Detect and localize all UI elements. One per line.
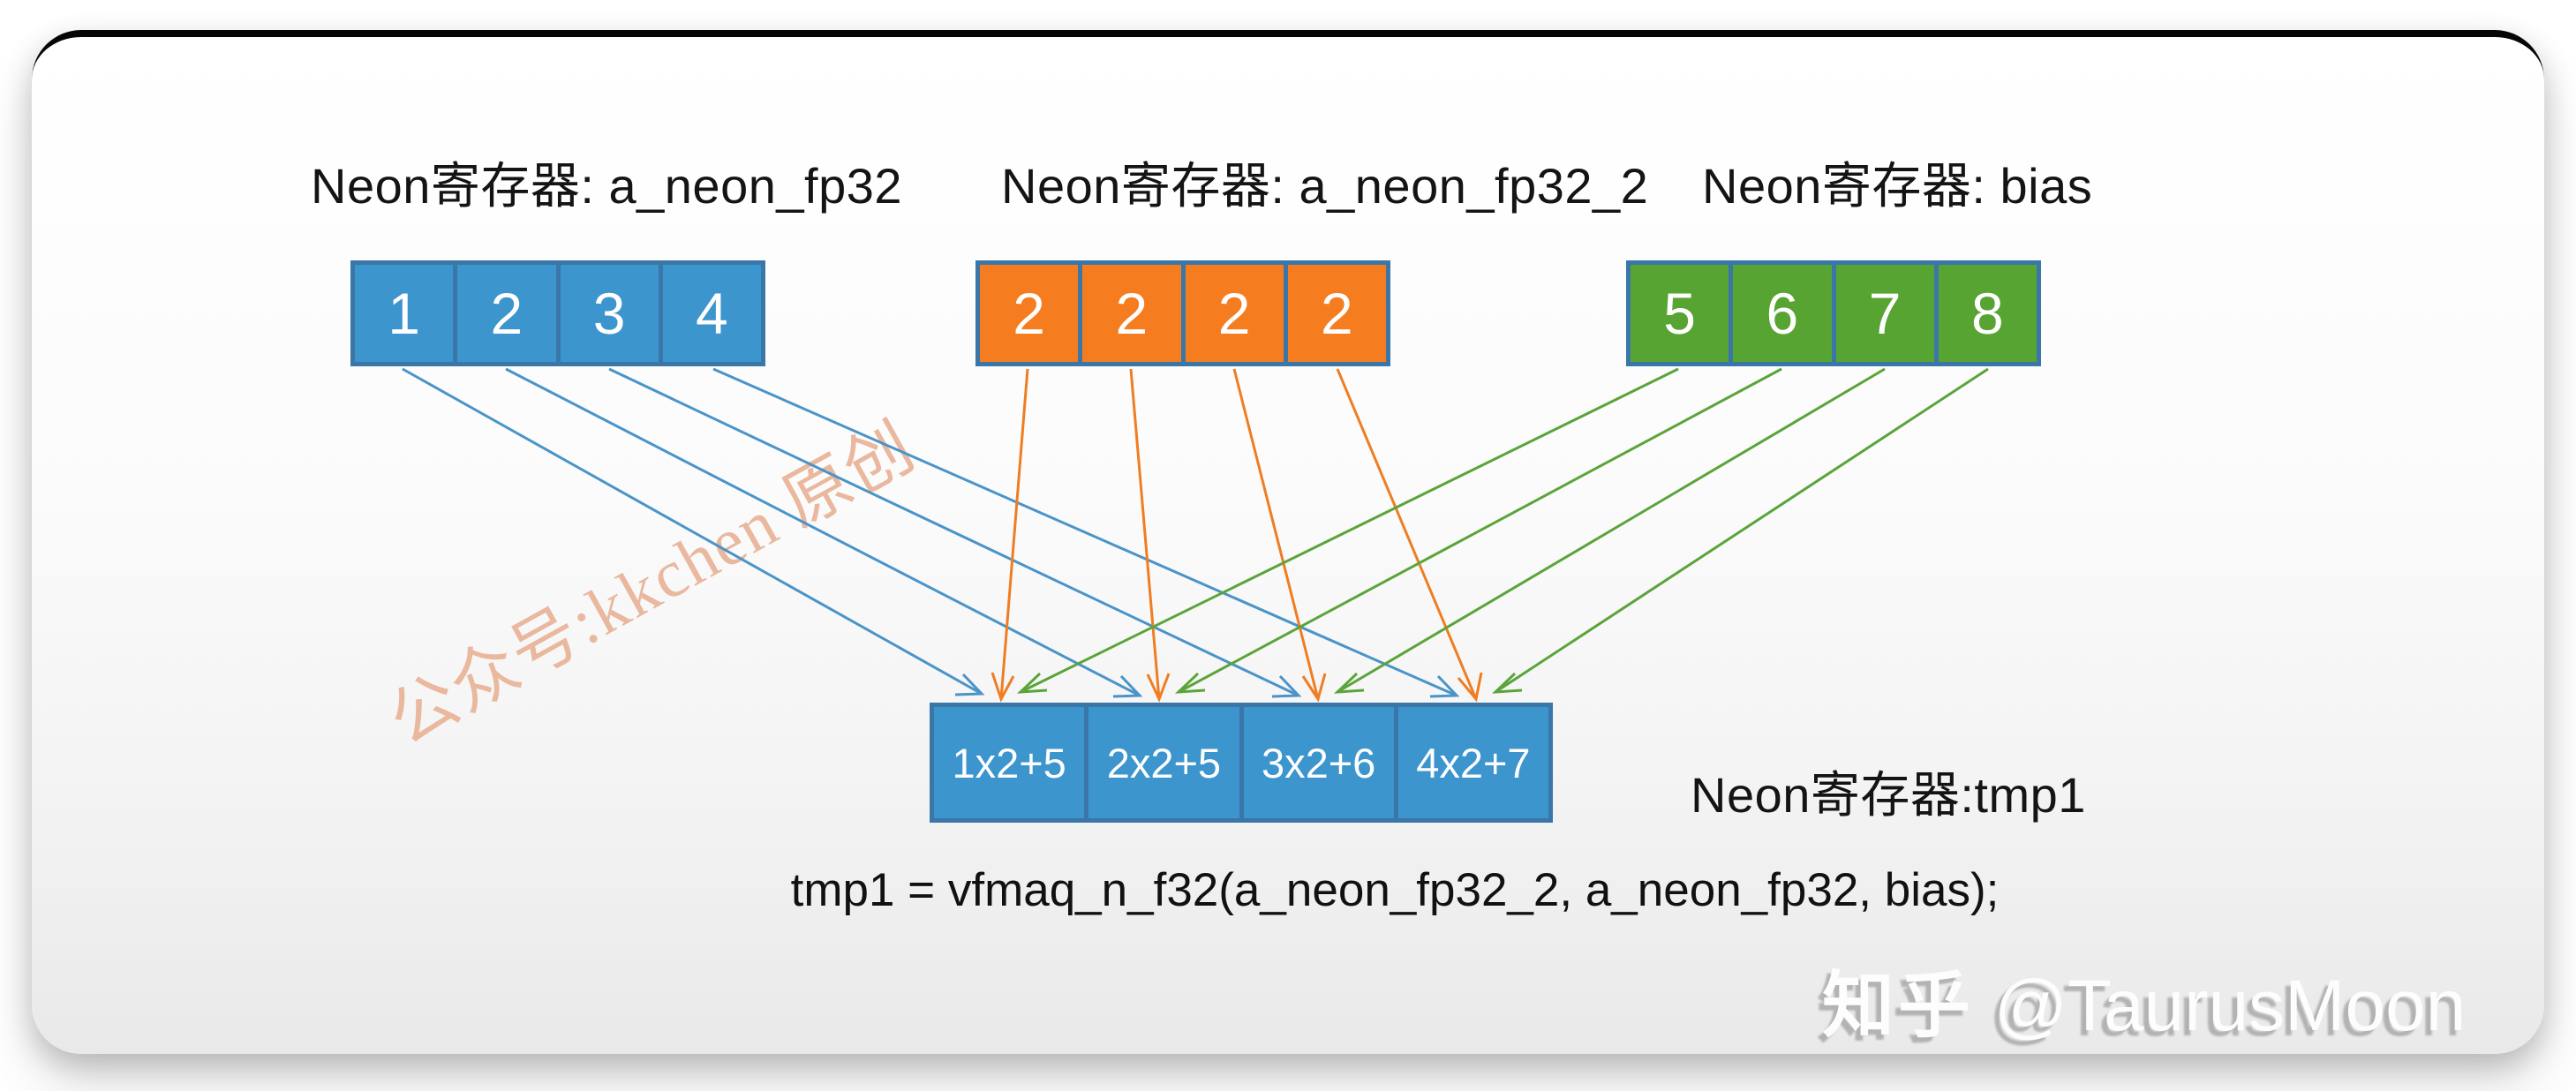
label-a-neon-fp32: Neon寄存器: a_neon_fp32 <box>311 158 902 214</box>
register-a-neon-fp32: 1 2 3 4 <box>350 260 765 366</box>
register-lane: 4x2+7 <box>1397 707 1548 818</box>
register-lane: 1x2+5 <box>934 707 1089 818</box>
register-a-neon-fp32-2: 2 2 2 2 <box>975 260 1390 366</box>
label-bias: Neon寄存器: bias <box>1702 158 2093 214</box>
register-lane: 2 <box>1082 265 1186 362</box>
register-lane: 2 <box>1287 265 1386 362</box>
zhihu-username: @TaurusMoon <box>1993 966 2467 1046</box>
register-bias: 5 6 7 8 <box>1626 260 2041 366</box>
register-lane: 4 <box>662 265 761 362</box>
label-tmp1: Neon寄存器:tmp1 <box>1691 767 2086 823</box>
register-lane: 2 <box>1185 265 1288 362</box>
zhihu-watermark: 知乎 @TaurusMoon <box>1822 946 2466 1051</box>
register-lane: 3 <box>560 265 663 362</box>
zhihu-logo-text: 知乎 <box>1822 966 1975 1046</box>
register-lane: 6 <box>1733 265 1836 362</box>
register-lane: 2 <box>980 265 1083 362</box>
register-lane: 2 <box>457 265 561 362</box>
blue-arrow-group <box>402 367 1460 698</box>
register-lane: 2x2+5 <box>1088 707 1244 818</box>
orange-arrow-group <box>990 368 1483 703</box>
register-lane: 3x2+6 <box>1243 707 1398 818</box>
register-lane: 7 <box>1835 265 1939 362</box>
intrinsic-formula: tmp1 = vfmaq_n_f32(a_neon_fp32_2, a_neon… <box>790 864 2000 916</box>
slide-card <box>32 30 2544 1054</box>
label-a-neon-fp32-2: Neon寄存器: a_neon_fp32_2 <box>1001 158 1649 214</box>
register-tmp1: 1x2+5 2x2+5 3x2+6 4x2+7 <box>930 703 1553 823</box>
register-lane: 1 <box>355 265 458 362</box>
green-arrow-group <box>1016 367 1989 694</box>
register-lane: 5 <box>1631 265 1734 362</box>
register-lane: 8 <box>1938 265 2037 362</box>
